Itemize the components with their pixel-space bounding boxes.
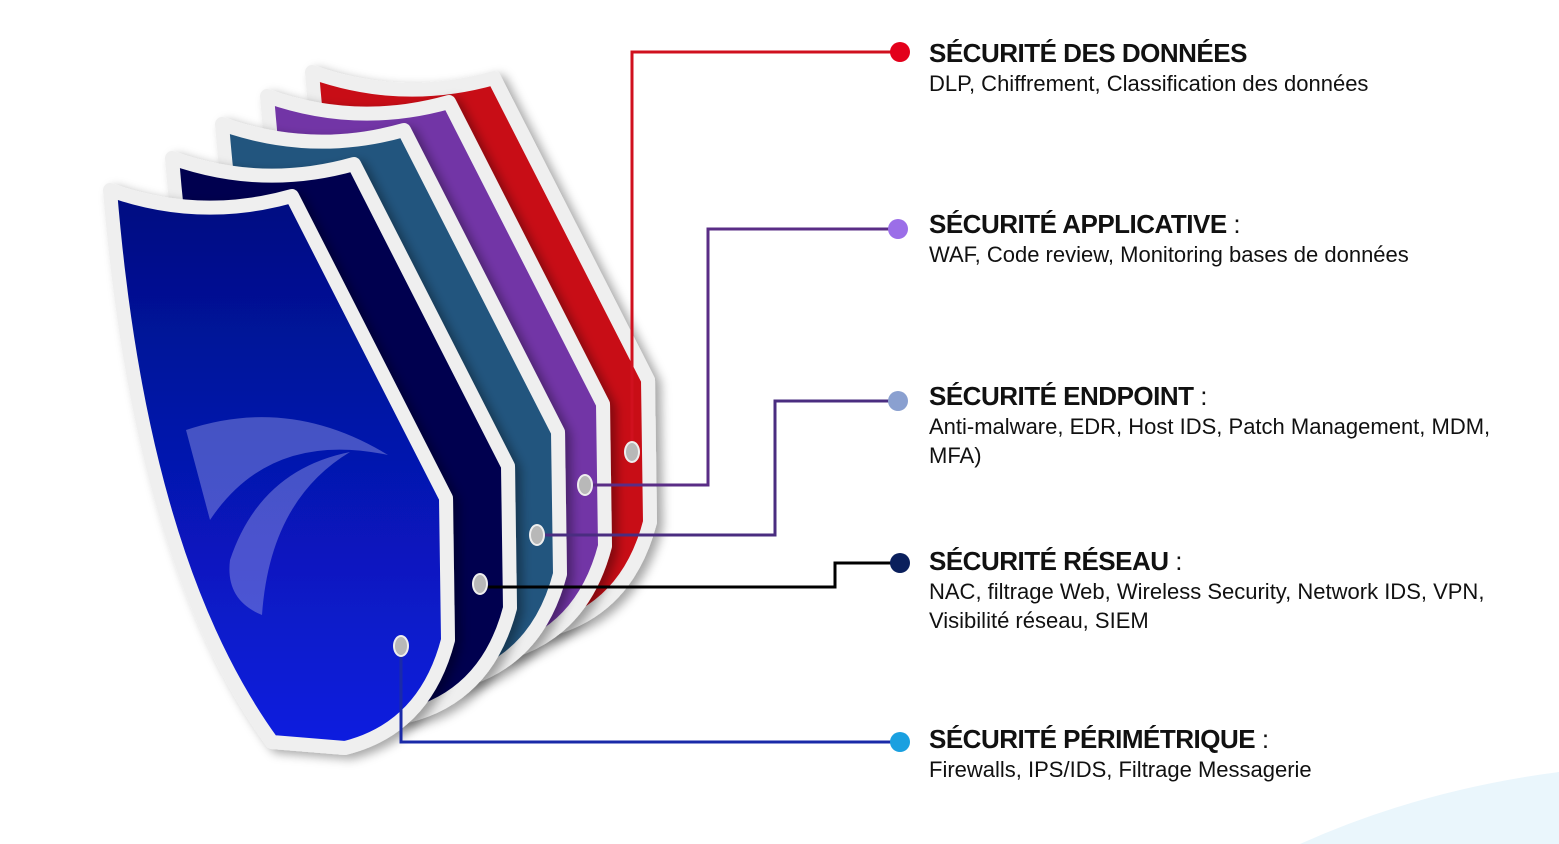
layer-title-text: SÉCURITÉ ENDPOINT [929,381,1194,411]
layer-label-1: SÉCURITÉ DES DONNÉES DLP, Chiffrement, Cl… [929,38,1529,98]
anchor-pin-4 [472,573,488,595]
corner-decoration [1300,772,1559,844]
layer-title-text: SÉCURITÉ APPLICATIVE [929,209,1227,239]
layer-description: WAF, Code review, Monitoring bases de do… [929,242,1409,267]
layer-title: SÉCURITÉ APPLICATIVE : [929,209,1409,239]
anchor-pin-3 [529,524,545,546]
layer-title-colon: : [1168,546,1182,576]
leader-line-5 [399,648,900,744]
anchor-pin-1 [624,441,640,463]
leader-line-4 [482,561,900,589]
layer-title-text: SÉCURITÉ DES DONNÉES [929,38,1247,68]
layer-title-colon: : [1255,724,1269,754]
layer-title-colon: : [1226,209,1241,239]
anchor-pin-5 [393,635,409,657]
layer-label-2: SÉCURITÉ APPLICATIVE : WAF, Code review, … [929,209,1409,269]
anchor-pin-2 [577,474,593,496]
layer-description: Firewalls, IPS/IDS, Filtrage Messagerie [929,757,1312,782]
layer-description: NAC, filtrage Web, Wireless Security, Ne… [929,579,1485,633]
legend-dot-2 [888,219,908,239]
leader-line-1 [630,50,900,450]
legend-dot-3 [888,391,908,411]
legend-dot-5 [890,732,910,752]
shield-emblem-icon [186,417,388,615]
leader-line-3 [540,399,898,537]
layer-title: SÉCURITÉ ENDPOINT : [929,381,1519,411]
layer-title-colon: : [1193,381,1207,411]
layer-title-text: SÉCURITÉ RÉSEAU [929,546,1169,576]
layer-title: SÉCURITÉ RÉSEAU : [929,546,1529,576]
layer-title: SÉCURITÉ DES DONNÉES [929,38,1529,68]
layer-label-3: SÉCURITÉ ENDPOINT :Anti-malware, EDR, Ho… [929,381,1519,470]
legend-dot-4 [890,553,910,573]
layer-title: SÉCURITÉ PÉRIMÉTRIQUE : [929,724,1529,754]
legend-dot-1 [890,42,910,62]
layer-label-4: SÉCURITÉ RÉSEAU :NAC, filtrage Web, Wire… [929,546,1529,635]
layer-title-text: SÉCURITÉ PÉRIMÉTRIQUE [929,724,1256,754]
leader-line-2 [588,227,898,487]
layer-label-5: SÉCURITÉ PÉRIMÉTRIQUE : Firewalls, IPS/ID… [929,724,1529,784]
layer-description: DLP, Chiffrement, Classification des don… [929,71,1369,96]
layer-description: Anti-malware, EDR, Host IDS, Patch Manag… [929,414,1491,468]
